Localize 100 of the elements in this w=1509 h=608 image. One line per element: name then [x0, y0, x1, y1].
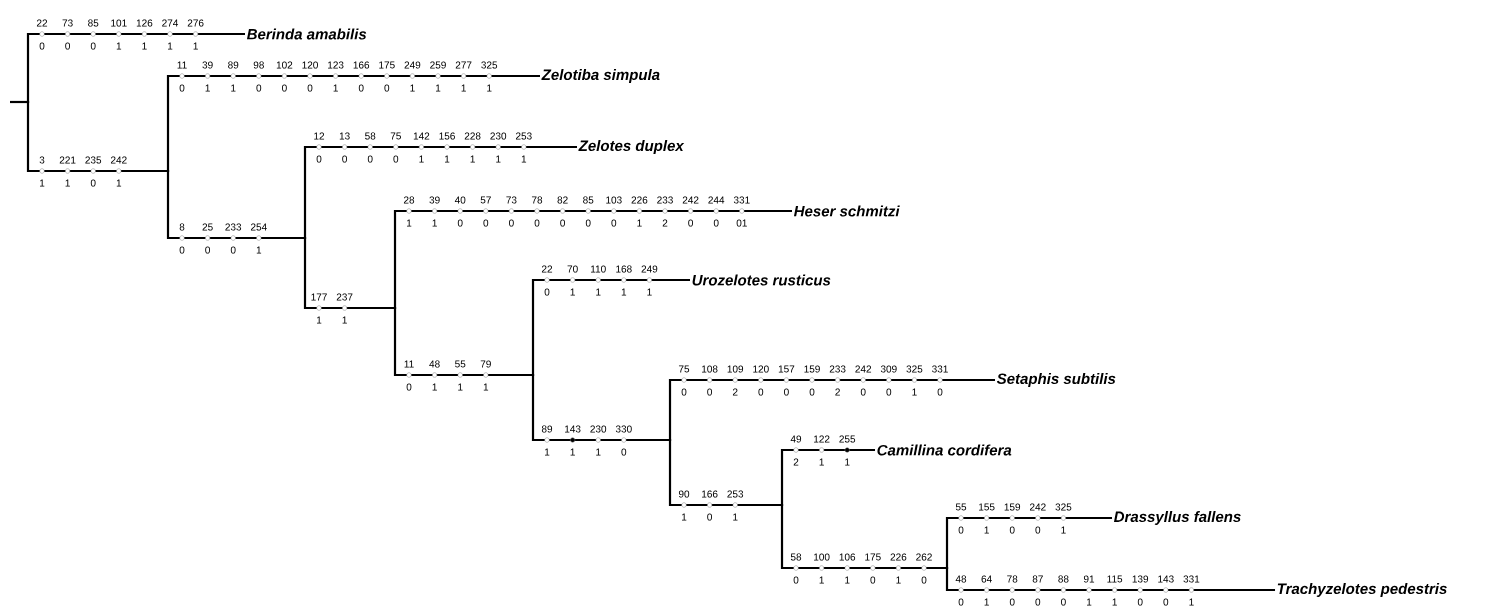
character-state: 0	[560, 219, 565, 227]
character-state: 0	[1009, 526, 1015, 534]
taxon-name: Heser schmitzi	[794, 205, 900, 217]
character-state: 1	[432, 219, 437, 227]
branch-line	[531, 278, 690, 375]
character-state: 1	[819, 458, 824, 466]
character-state: 1	[845, 458, 850, 466]
character-number: 175	[379, 61, 395, 69]
character-state: 1	[1087, 598, 1092, 606]
character-state: 1	[458, 383, 463, 391]
character-number: 166	[353, 61, 370, 69]
character-number: 242	[110, 156, 127, 164]
taxon-name: Camillina cordifera	[877, 444, 1012, 456]
character-state: 0	[758, 388, 764, 396]
character-number: 82	[557, 196, 568, 204]
character-state: 1	[461, 84, 466, 92]
branch-line	[531, 375, 670, 442]
character-number: 242	[682, 196, 699, 204]
character-number: 57	[480, 196, 491, 204]
character-state: 1	[410, 84, 415, 92]
branch-line	[303, 238, 395, 310]
character-number: 78	[531, 196, 543, 204]
character-number: 253	[515, 132, 532, 140]
character-number: 237	[336, 293, 353, 301]
character-state: 01	[736, 219, 747, 227]
character-state: 1	[845, 576, 850, 584]
taxon-name: Zelotiba simpula	[541, 69, 660, 83]
character-number: 101	[111, 19, 127, 27]
character-state: 1	[1112, 598, 1117, 606]
character-number: 330	[615, 425, 632, 433]
character-number: 90	[678, 490, 690, 498]
character-number: 78	[1007, 575, 1018, 583]
character-number: 235	[85, 156, 102, 164]
character-number: 166	[702, 490, 718, 498]
character-state: 1	[317, 316, 322, 324]
character-number: 233	[657, 196, 673, 204]
branch-line	[668, 378, 995, 440]
character-state: 0	[457, 219, 463, 227]
character-number: 142	[413, 132, 430, 140]
branch-line	[780, 505, 947, 570]
character-state: 1	[419, 155, 424, 163]
character-number: 110	[591, 265, 606, 273]
character-state: 1	[496, 155, 501, 163]
character-number: 13	[339, 132, 350, 140]
character-number: 253	[727, 490, 744, 498]
character-state: 0	[342, 155, 347, 163]
branch-line	[303, 145, 577, 238]
character-number: 28	[403, 196, 415, 204]
character-number: 120	[753, 365, 769, 373]
character-state: 2	[793, 458, 799, 466]
character-number: 75	[390, 132, 401, 140]
character-state: 0	[406, 383, 412, 391]
character-state: 0	[179, 84, 185, 92]
character-state: 0	[688, 219, 693, 227]
character-state: 0	[205, 246, 210, 254]
character-number: 242	[855, 365, 872, 373]
character-number: 73	[506, 196, 517, 204]
character-number: 73	[62, 19, 73, 27]
character-state: 0	[367, 155, 373, 163]
character-state: 0	[611, 219, 617, 227]
character-state: 1	[432, 383, 437, 391]
character-state: 2	[662, 219, 668, 227]
character-state: 1	[570, 448, 575, 456]
character-number: 103	[606, 196, 622, 204]
taxon-name: Setaphis subtilis	[996, 373, 1116, 387]
character-state: 1	[1189, 598, 1194, 606]
character-number: 88	[1058, 575, 1069, 583]
character-number: 331	[932, 365, 948, 373]
character-number: 226	[631, 196, 648, 204]
character-state: 0	[1061, 598, 1066, 606]
character-number: 87	[1032, 575, 1043, 583]
character-number: 85	[583, 196, 594, 204]
branch-line	[393, 308, 533, 377]
character-state: 0	[1035, 598, 1041, 606]
character-number: 75	[678, 365, 690, 373]
character-state: 1	[256, 246, 262, 254]
character-number: 331	[733, 196, 750, 204]
character-state: 1	[407, 219, 412, 227]
character-state: 1	[231, 84, 236, 92]
character-number: 309	[880, 365, 897, 373]
character-number: 262	[916, 553, 932, 561]
character-state: 0	[544, 288, 550, 296]
character-state: 1	[637, 219, 642, 227]
character-state: 0	[793, 576, 799, 584]
character-state: 1	[205, 84, 210, 92]
character-state: 0	[65, 42, 70, 50]
character-state: 1	[116, 179, 122, 187]
character-number: 123	[328, 61, 344, 69]
character-state: 0	[1163, 598, 1169, 606]
character-state: 1	[193, 42, 198, 50]
character-number: 109	[727, 365, 744, 373]
character-number: 143	[565, 425, 581, 433]
character-state: 1	[521, 155, 527, 163]
character-state: 0	[886, 388, 892, 396]
character-state: 1	[116, 42, 122, 50]
character-state: 2	[732, 388, 738, 396]
character-state: 0	[1009, 598, 1015, 606]
character-state: 1	[647, 288, 652, 296]
taxon-name: Urozelotes rusticus	[692, 274, 831, 286]
taxon-name: Drassyllus fallens	[1114, 511, 1241, 525]
